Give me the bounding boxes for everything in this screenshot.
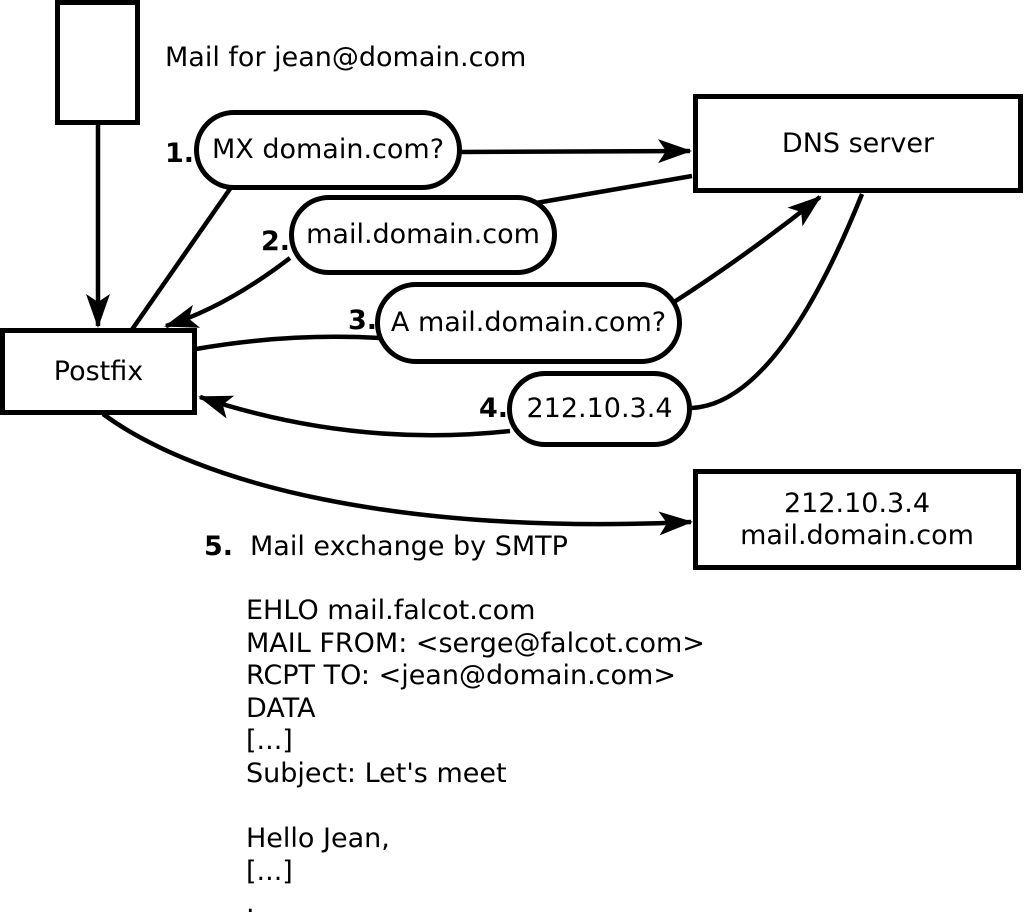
envelope-node (55, 0, 140, 125)
step-2-pill-label: mail.domain.com (306, 219, 540, 250)
mail-server-node: 212.10.3.4 mail.domain.com (693, 469, 1021, 570)
step-2-pill: mail.domain.com (289, 195, 557, 275)
step-4-pill-label: 212.10.3.4 (526, 393, 673, 424)
postfix-label: Postfix (53, 355, 144, 387)
smtp-line-subject: Subject: Let's meet (246, 757, 507, 789)
step-1-pill-label: MX domain.com? (211, 134, 445, 165)
smtp-line-ellipsis-1: [...] (246, 725, 293, 757)
mail-server-ip: 212.10.3.4 (784, 487, 930, 519)
step-3-pill-label: A mail.domain.com? (390, 307, 667, 338)
arrow-query3-to-dns (669, 195, 822, 306)
step-1-pill: MX domain.com? (194, 110, 462, 190)
step-1-number: 1. (164, 138, 194, 169)
mail-title: Mail for jean@domain.com (165, 42, 527, 73)
smtp-line-data: DATA (246, 692, 316, 724)
smtp-line-ellipsis-2: [...] (246, 855, 293, 887)
line-postfix-to-query1 (129, 184, 234, 333)
arrow-reply4-to-postfix (198, 394, 511, 438)
arrow-reply2-to-postfix (164, 256, 292, 329)
step-5-label: Mail exchange by SMTP (250, 531, 568, 562)
mail-server-hostname: mail.domain.com (740, 519, 974, 551)
smtp-session: EHLO mail.falcot.com MAIL FROM: <serge@f… (246, 595, 705, 919)
line-dns-to-reply2 (535, 173, 693, 206)
arrow-query1-to-dns (459, 139, 692, 164)
line-dns-to-reply4 (691, 193, 865, 411)
step-4-number: 4. (478, 393, 508, 424)
smtp-line-ehlo: EHLO mail.falcot.com (246, 595, 536, 626)
step-3-number: 3. (347, 305, 377, 336)
smtp-line-terminator-dot: . (246, 888, 255, 919)
step-2-number: 2. (260, 226, 290, 257)
dns-server-label: DNS server (781, 127, 935, 159)
arrow-postfix-to-mailserver (101, 412, 693, 536)
smtp-line-rcpt-to: RCPT TO: <jean@domain.com> (246, 660, 676, 692)
smtp-line-blank (246, 791, 705, 824)
step-4-pill: 212.10.3.4 (507, 371, 692, 447)
smtp-line-mail-from: MAIL FROM: <serge@falcot.com> (246, 627, 705, 659)
step-3-pill: A mail.domain.com? (375, 282, 682, 364)
step-5-number: 5. (203, 531, 233, 562)
line-postfix-to-query3 (195, 334, 381, 352)
postfix-node: Postfix (0, 328, 197, 415)
smtp-line-hello: Hello Jean, (246, 823, 390, 855)
dns-server-node: DNS server (693, 94, 1023, 193)
